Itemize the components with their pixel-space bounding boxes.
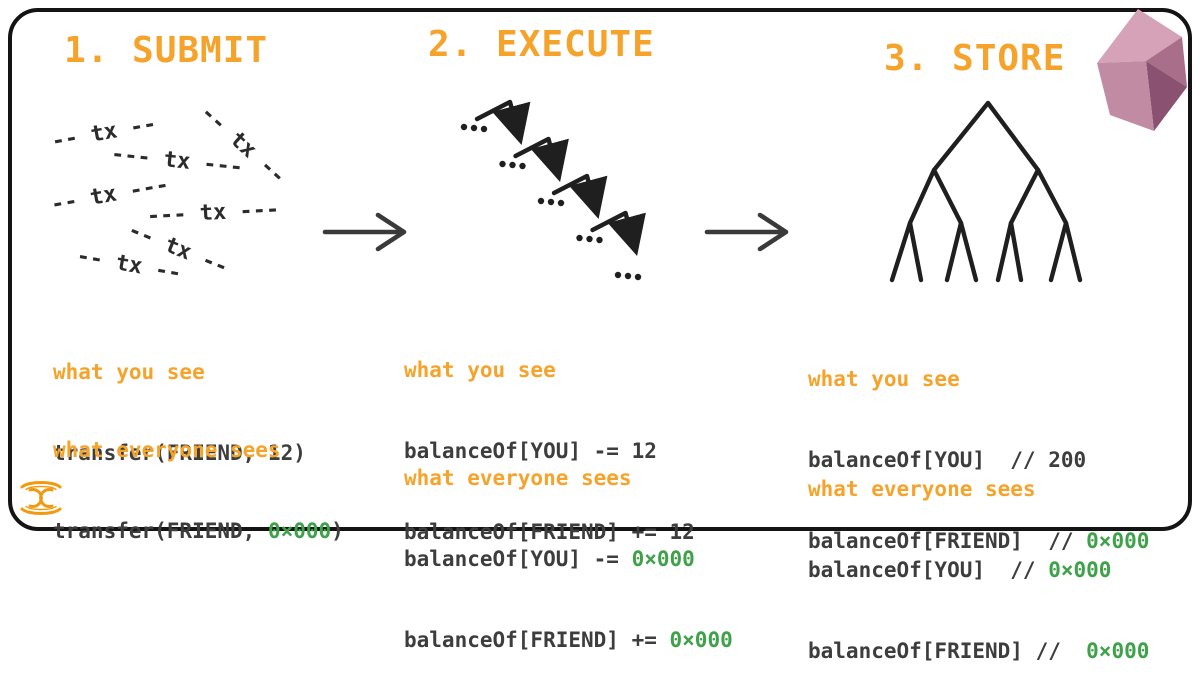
- brand-logo-icon: [20, 481, 62, 515]
- code-line: transfer(FRIEND, 0×000): [53, 518, 344, 545]
- encrypted-value: 0×000: [1086, 639, 1150, 663]
- code-text: transfer(FRIEND,: [53, 519, 268, 543]
- block-label: what everyone sees: [53, 438, 281, 462]
- submit-what-you-see-block: what you see transfer(FRIEND, 12): [53, 305, 306, 494]
- encrypted-value: 0×000: [631, 547, 695, 571]
- zigzag-step: [499, 136, 569, 182]
- panel-title-execute: 2. EXECUTE: [428, 24, 655, 65]
- diagram-card: [8, 8, 1192, 531]
- panel-title-submit: 1. SUBMIT: [64, 30, 269, 71]
- zigzag-end-dots: [614, 271, 642, 281]
- code-line: balanceOf[YOU] -= 0×000: [404, 546, 733, 573]
- code-text: balanceOf[YOU] -=: [404, 547, 632, 571]
- flow-arrow-submit-to-execute: [322, 212, 407, 252]
- block-label: what everyone sees: [808, 477, 1036, 501]
- code-text: balanceOf[FRIEND] //: [808, 639, 1087, 663]
- encrypted-value: 0×000: [669, 628, 733, 652]
- zigzag-step: [460, 99, 531, 145]
- code-text: balanceOf[YOU] -= 12: [404, 439, 657, 463]
- tx-item: --- tx ---: [109, 141, 245, 181]
- merkle-tree-graphic: [889, 100, 1083, 283]
- code-line: balanceOf[FRIEND] += 0×000: [404, 627, 733, 654]
- block-label: what you see: [53, 360, 205, 384]
- code-text: balanceOf[YOU] // 200: [808, 448, 1087, 472]
- code-line: balanceOf[YOU] -= 12: [404, 438, 695, 465]
- code-text: balanceOf[YOU] //: [808, 558, 1049, 582]
- code-line: balanceOf[YOU] // 0×000: [808, 557, 1149, 584]
- gem-icon: [1097, 9, 1187, 131]
- block-label: what you see: [808, 367, 960, 391]
- panel-title-store: 3. STORE: [884, 38, 1066, 79]
- flow-arrow-execute-to-store: [704, 212, 789, 252]
- block-label: what you see: [404, 358, 556, 382]
- code-line: transfer(FRIEND, 12): [53, 440, 306, 467]
- execute-what-you-see-block: what you see balanceOf[YOU] -= 12 balanc…: [404, 303, 695, 573]
- zigzag-step: [537, 173, 608, 219]
- submit-what-everyone-sees-block: what everyone sees transfer(FRIEND, 0×00…: [53, 383, 344, 572]
- tx-item: --- tx ---: [146, 197, 280, 229]
- encrypted-value: 0×000: [267, 519, 332, 543]
- code-text: transfer(FRIEND, 12): [53, 441, 306, 465]
- code-text: balanceOf[FRIEND] +=: [404, 628, 670, 652]
- code-line: balanceOf[YOU] // 200: [808, 447, 1149, 474]
- store-what-everyone-sees-block: what everyone sees balanceOf[YOU] // 0×0…: [808, 422, 1149, 692]
- block-label: what everyone sees: [404, 466, 632, 490]
- encrypted-value: 0×000: [1048, 558, 1112, 582]
- zigzag-step: [576, 210, 646, 256]
- tx-mempool-graphic: -- tx -- -- tx -- --- tx --- -- tx --- -…: [40, 100, 340, 300]
- execute-what-everyone-sees-block: what everyone sees balanceOf[YOU] -= 0×0…: [404, 411, 733, 681]
- execution-sequence-graphic: [460, 99, 646, 281]
- code-text: ): [331, 519, 344, 543]
- code-line: balanceOf[FRIEND] // 0×000: [808, 638, 1149, 665]
